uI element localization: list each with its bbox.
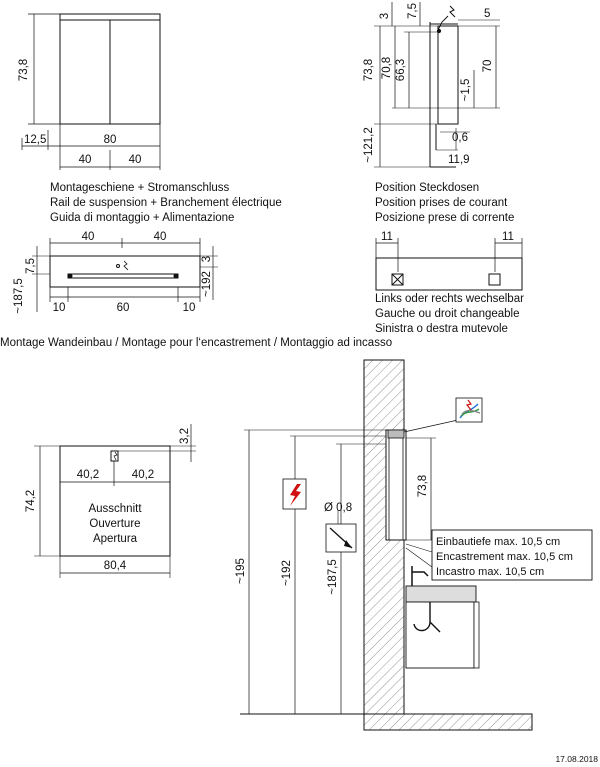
sockets-note-fr: Gauche ou droit changeable [375,308,520,320]
cutout-top-label: 3,2 [179,428,191,444]
side-top-5-label: 5 [484,8,490,20]
rail-caption-fr: Rail de suspension + Branchement électri… [50,197,282,209]
rail-bottom-mid-label: 60 [117,302,130,314]
cabinet-front-view [21,13,161,170]
sockets-caption-it: Posizione prese di corrente [375,212,514,224]
rail-bottom-left-label: 10 [53,302,66,314]
cutout-label-it: Apertura [93,533,138,545]
electrical-warning-sign-1 [282,478,307,510]
rail-view [32,238,218,312]
cutout-label-fr: Ouverture [89,518,140,530]
cutout-right-label: 40,2 [132,469,154,481]
sockets-right-label: 11 [502,231,514,243]
front-depth-label: 12,5 [24,134,46,146]
wall-depth-de: Einbautiefe max. 10,5 cm [436,536,560,548]
side-d119-label: 11,9 [448,154,470,166]
cutout-height-label: 74,2 [25,490,37,512]
sockets-caption-fr: Position prises de courant [375,197,508,209]
side-h738-label: 73,8 [363,59,375,81]
cabinet-side-view [374,2,500,168]
cutout-width-label: 80,4 [104,560,127,572]
rail-left-75-label: 7,5 [25,258,37,274]
wall-depth-it: Incastro max. 10,5 cm [436,566,544,578]
side-h708-label: 70,8 [381,57,393,79]
cutout-label-de: Ausschnitt [88,503,142,515]
wall-h1875-label: ~187,5 [327,559,339,595]
wall-dia-label: Ø 0,8 [324,502,352,514]
rail-caption-it: Guida di montaggio + Alimentazione [50,212,234,224]
section-title: Montage Wandeinbau / Montage pour l‘enca… [0,337,392,349]
side-h663-label: 66,3 [395,59,407,81]
sockets-view [375,238,523,291]
side-top-3-label: 3 [379,13,391,19]
rail-left-1875-label: ~187,5 [13,278,25,314]
wiring-icon [455,397,483,423]
sockets-note-de: Links oder rechts wechselbar [375,293,524,305]
side-top-75-label: 7,5 [407,3,419,19]
side-h1212-label: ~121,2 [363,127,375,163]
wall-h738-label: 73,8 [417,475,429,497]
rail-bottom-right-label: 10 [183,302,196,314]
side-d06-label: 0,6 [452,132,468,144]
cutout-view [34,424,196,578]
side-h15-label: ~1,5 [460,79,472,102]
rail-top-right-label: 40 [154,231,167,243]
wall-depth-fr: Encastrement max. 10,5 cm [436,551,573,563]
front-half-left-label: 40 [79,154,92,166]
rail-top-left-label: 40 [82,231,95,243]
sockets-note-it: Sinistra o destra mutevole [375,323,508,335]
sockets-caption-de: Position Steckdosen [375,182,479,194]
cutout-left-label: 40,2 [77,469,99,481]
wall-h192-label: ~192 [281,560,293,586]
drawing-date: 17.08.2018 [555,754,598,764]
sockets-left-label: 11 [381,231,393,243]
front-half-right-label: 40 [129,154,142,166]
rail-side-3-label: 3 [201,256,213,262]
side-h70-label: 70 [482,60,494,73]
rail-caption-de: Montageschiene + Stromanschluss [50,182,230,194]
wall-section-view [240,359,593,731]
wall-h195-label: ~195 [235,558,247,584]
front-height-label: 73,8 [18,59,30,81]
front-width-label: 80 [104,134,117,146]
rail-side-192-label: ~192 [201,271,213,297]
dowel-detail [325,510,357,553]
